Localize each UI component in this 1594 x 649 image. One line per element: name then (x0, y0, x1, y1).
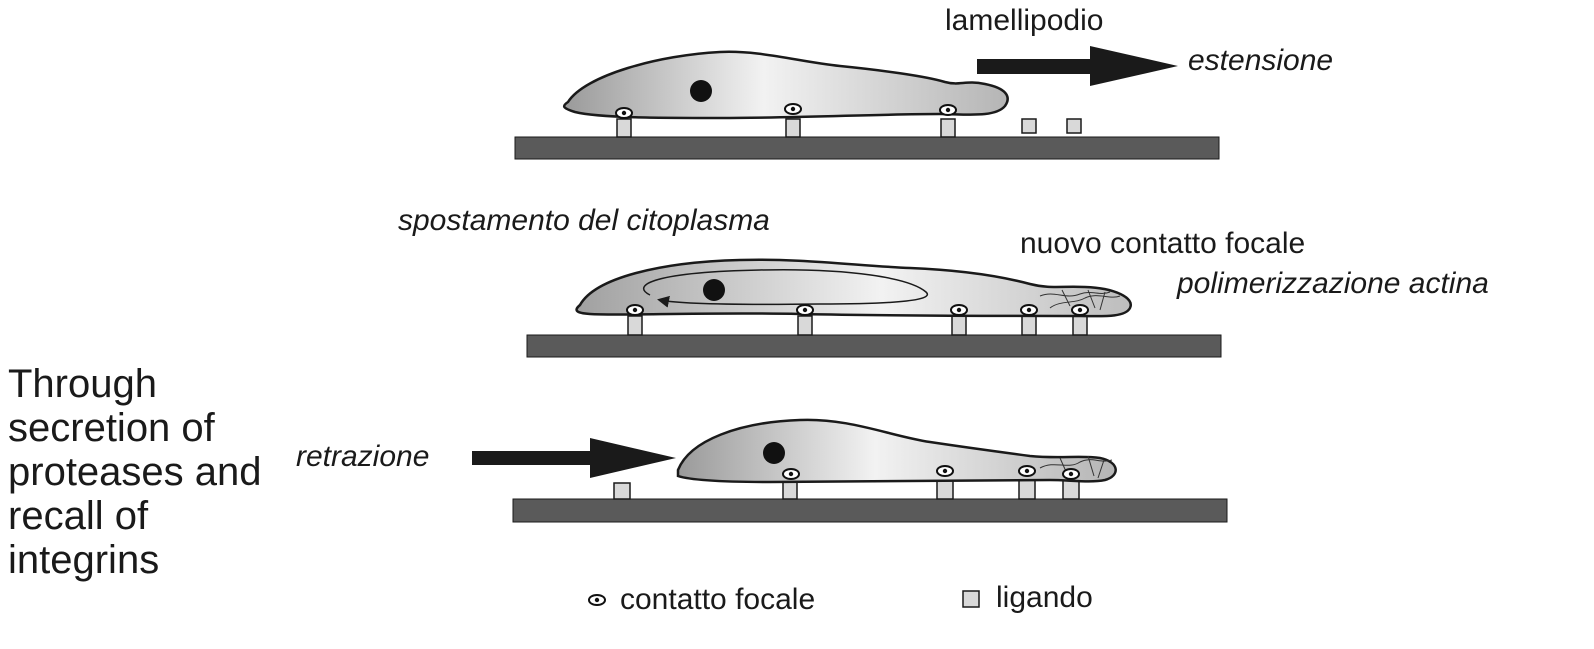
nucleus (763, 442, 785, 464)
focal-contact-icon (1021, 305, 1037, 315)
focal-contact-icon (785, 104, 801, 114)
extension-arrow (977, 46, 1178, 86)
ligand (617, 119, 631, 137)
label-nuovo-contatto-focale: nuovo contatto focale (1020, 229, 1305, 259)
ligand-legend-icon (963, 591, 979, 607)
ligand (1073, 316, 1087, 335)
focal-contact-icon (1063, 469, 1079, 479)
focal-contact-icon (937, 466, 953, 476)
cell-body (678, 420, 1116, 482)
focal-contact-legend-icon (589, 595, 605, 605)
ligand (941, 119, 955, 137)
side-caption: Through secretion of proteases and recal… (8, 362, 288, 582)
substrate-middle (527, 335, 1221, 357)
legend-label-ligand: ligando (996, 583, 1093, 613)
ligand (937, 480, 953, 499)
retraction-arrow (472, 438, 676, 478)
label-lamellipodio: lamellipodio (945, 6, 1103, 36)
focal-contact-icon (1019, 466, 1035, 476)
ligand (1022, 119, 1036, 133)
ligand (1067, 119, 1081, 133)
ligand (952, 316, 966, 335)
label-estensione: estensione (1188, 46, 1333, 76)
ligand (614, 483, 630, 499)
ligand (786, 119, 800, 137)
label-spostamento-citoplasma: spostamento del citoplasma (398, 206, 770, 236)
ligand (628, 316, 642, 335)
panel-middle-cytoplasm-shift (527, 260, 1221, 357)
substrate-top (515, 137, 1219, 159)
label-retrazione: retrazione (296, 442, 429, 472)
focal-contact-icon (1072, 305, 1088, 315)
legend-label-focal-contact: contatto focale (620, 585, 815, 615)
substrate-bottom (513, 499, 1227, 522)
focal-contact-icon (627, 305, 643, 315)
ligand (1019, 480, 1035, 499)
panel-bottom-retraction (472, 420, 1227, 522)
focal-contact-icon (783, 469, 799, 479)
nucleus (690, 80, 712, 102)
ligand (1063, 480, 1079, 499)
focal-contact-icon (616, 108, 632, 118)
label-polimerizzazione-actina: polimerizzazione actina (1177, 269, 1489, 299)
focal-contact-icon (940, 105, 956, 115)
nucleus (703, 279, 725, 301)
panel-top-extension (515, 46, 1219, 159)
ligand (1022, 316, 1036, 335)
focal-contact-icon (951, 305, 967, 315)
focal-contact-icon (797, 305, 813, 315)
cell-body (577, 260, 1131, 316)
ligand (798, 316, 812, 335)
